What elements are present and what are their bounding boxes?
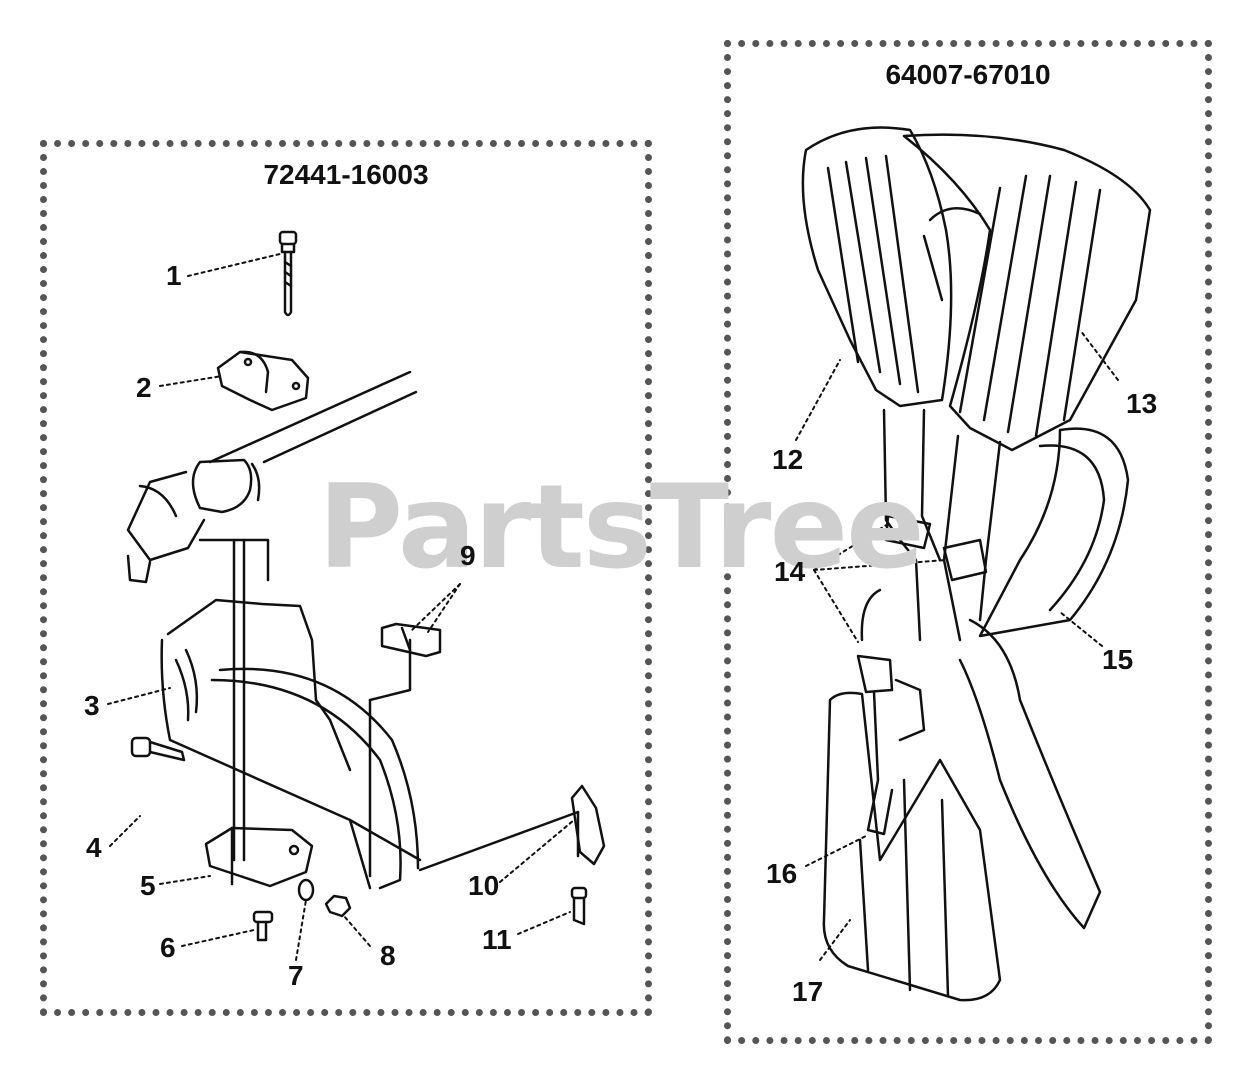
part-12-shoulder-pad	[801, 126, 953, 408]
part-9-clip	[380, 622, 442, 658]
callout-13: 13	[1126, 388, 1158, 419]
right-panel-part-number: 64007-67010	[885, 59, 1051, 90]
callout-6: 6	[160, 932, 176, 963]
callout-8: 8	[380, 940, 396, 971]
callout-3: 3	[84, 690, 100, 721]
harness-buckle-hook	[856, 588, 926, 836]
part-7-washer	[297, 878, 315, 902]
part-15-hip-pad	[958, 427, 1130, 930]
part-1-bolt	[278, 230, 298, 317]
callout-11: 11	[482, 924, 512, 955]
right-leader-lines	[795, 329, 1119, 961]
shaft-and-gearhead	[126, 370, 418, 584]
part-3-guard	[160, 598, 422, 890]
callout-12: 12	[772, 444, 804, 475]
left-panel-part-number: 72441-16003	[263, 159, 429, 190]
assembly-guide-lines	[198, 538, 580, 878]
callout-1: 1	[166, 260, 182, 291]
callout-17: 17	[792, 976, 824, 1007]
part-8-nut	[324, 894, 352, 918]
callout-7: 7	[288, 960, 304, 991]
callout-10: 10	[468, 870, 500, 901]
callout-14: 14	[774, 556, 806, 587]
callout-2: 2	[136, 372, 152, 403]
callout-4: 4	[86, 832, 102, 863]
left-leader-lines	[107, 253, 575, 961]
callout-9: 9	[460, 540, 476, 571]
callout-15: 15	[1102, 644, 1134, 675]
part-6-screw	[252, 910, 274, 942]
part-4-screw	[130, 736, 186, 762]
parts-tree-watermark: PartsTree	[318, 460, 925, 595]
part-10-blade	[570, 784, 606, 866]
callout-5: 5	[140, 870, 156, 901]
part-5-bracket	[204, 826, 314, 888]
part-13-shoulder-pad	[902, 133, 1152, 452]
part-2-clamp	[216, 350, 310, 412]
harness-straps	[882, 408, 1002, 642]
left-parts-panel: 72441-16003	[40, 140, 652, 1016]
part-11-screw	[570, 886, 588, 926]
callout-16: 16	[766, 858, 798, 889]
part-17-hip-plate	[822, 691, 1002, 1002]
